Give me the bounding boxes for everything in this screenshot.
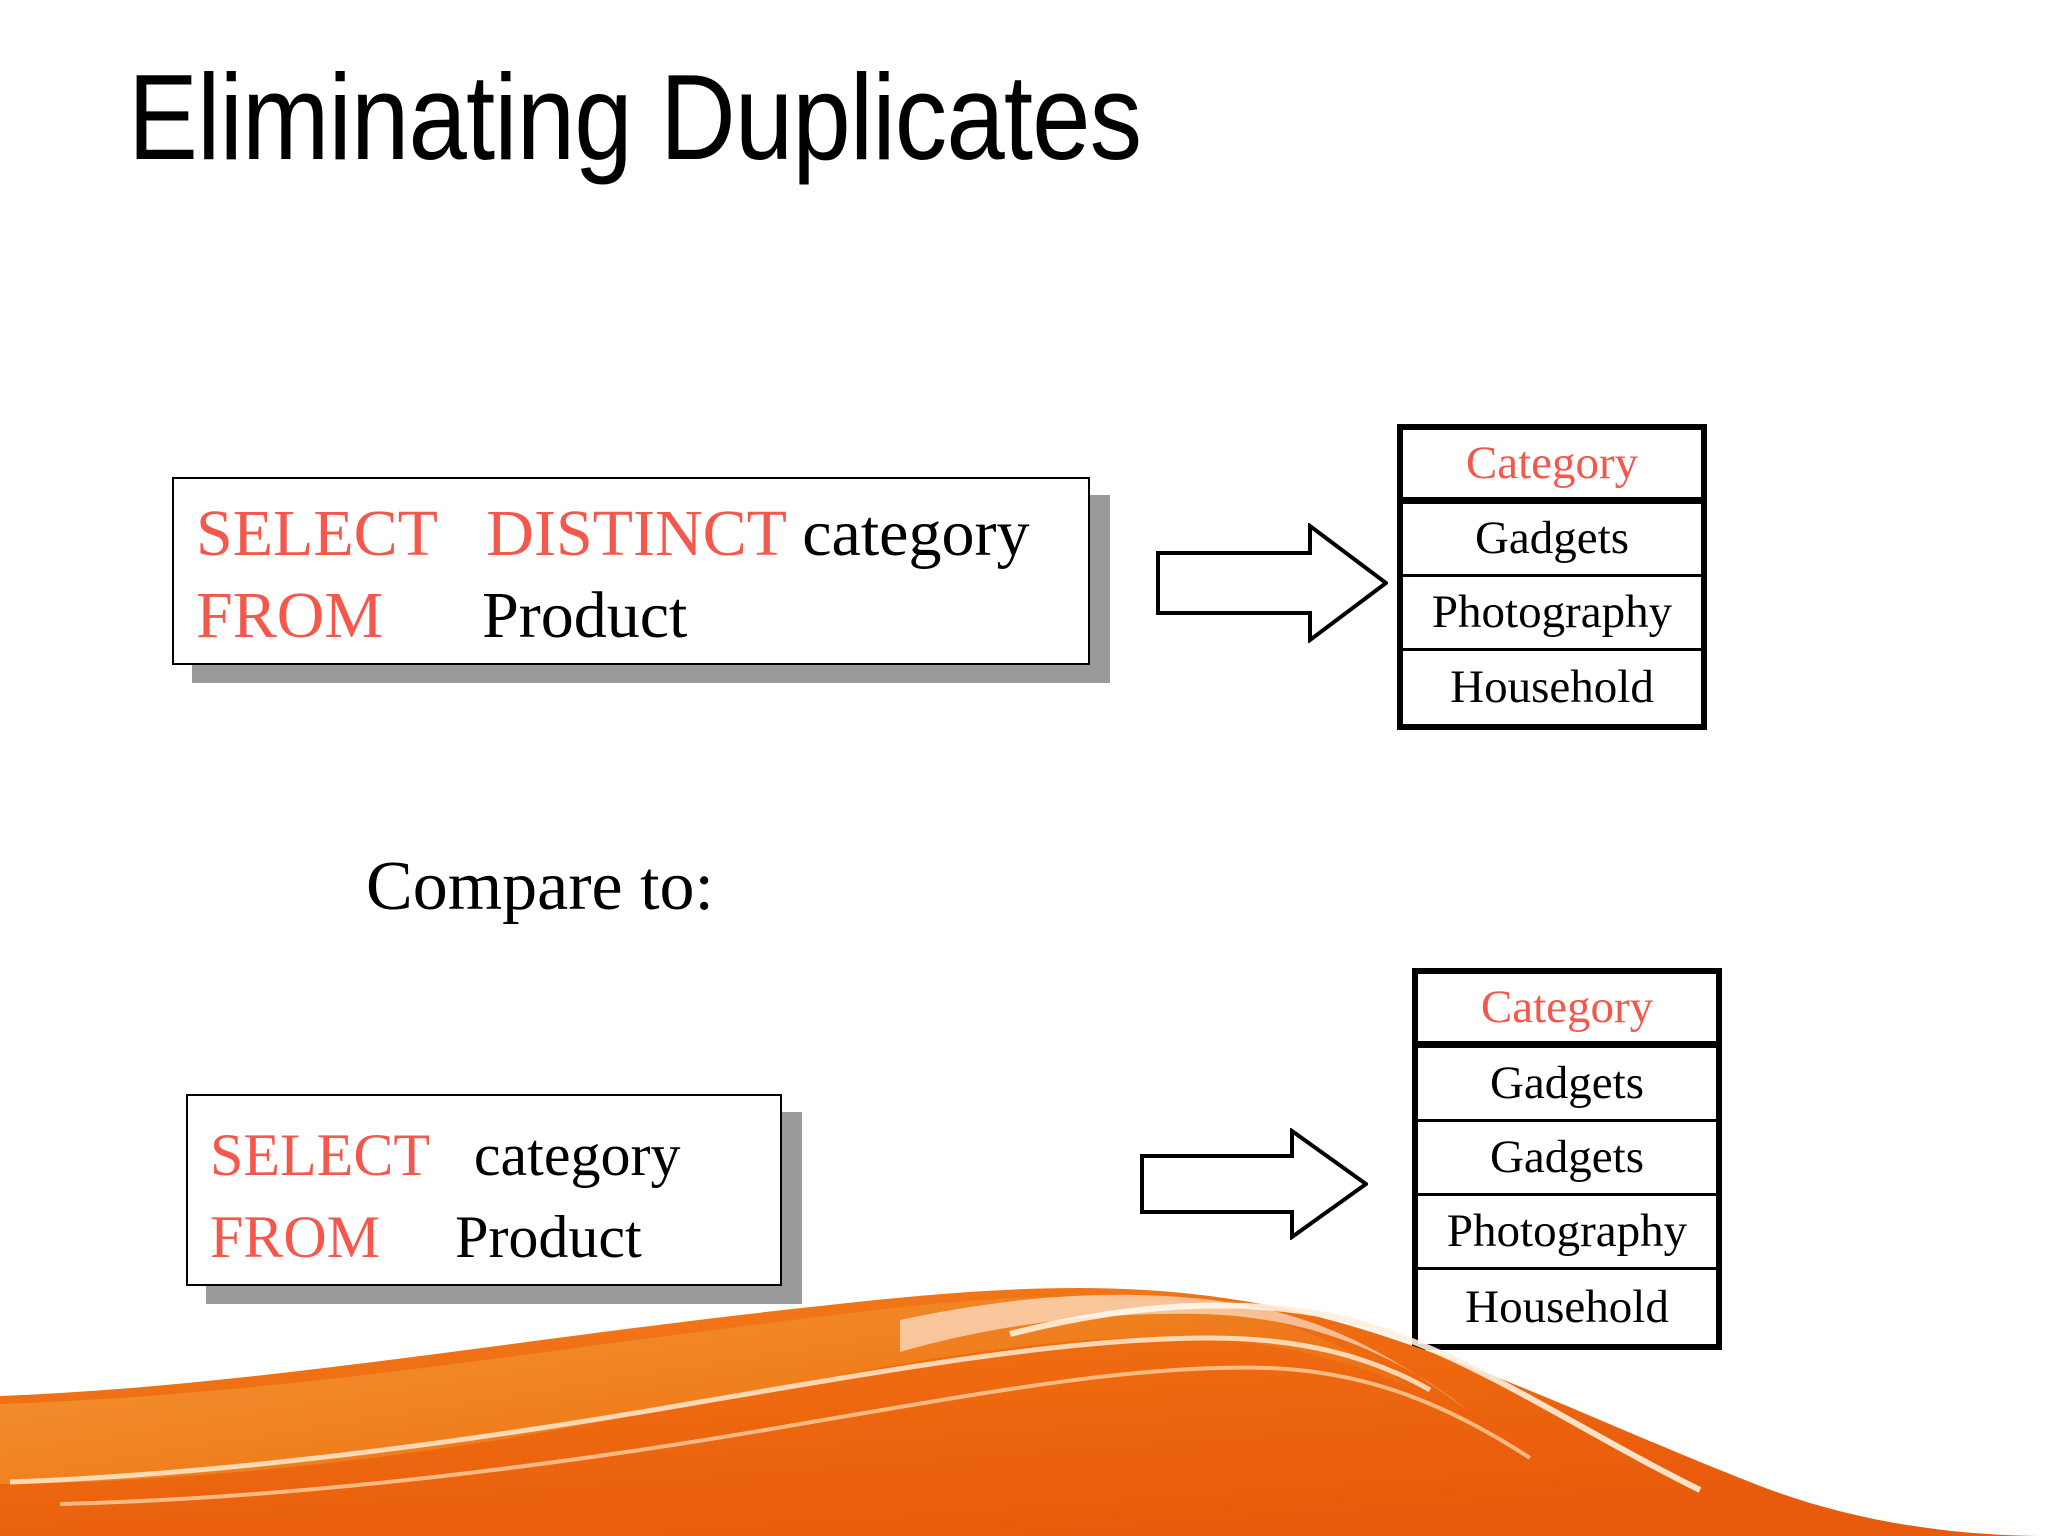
sql-line-select-distinct: SELECT DISTINCT category xyxy=(196,493,1088,575)
table-header-category: Category xyxy=(1403,430,1701,504)
sql-keyword-distinct: DISTINCT xyxy=(486,497,786,570)
sql-table-name: Product xyxy=(455,1204,642,1270)
result-table-distinct: Category Gadgets Photography Household xyxy=(1397,424,1707,730)
sql-keyword-select: SELECT xyxy=(196,497,437,570)
sql-column-name: category xyxy=(802,497,1030,570)
table-row: Photography xyxy=(1418,1196,1716,1270)
sql-keyword-from: FROM xyxy=(196,579,384,652)
right-arrow-icon xyxy=(1140,1128,1368,1240)
orange-wave-decoration xyxy=(0,1276,2048,1536)
sql-code-box-plain: SELECT category FROM Product xyxy=(186,1094,782,1286)
sql-line-from: FROM Product xyxy=(196,575,1088,657)
sql-line-from: FROM Product xyxy=(210,1196,780,1278)
table-row: Gadgets xyxy=(1418,1048,1716,1122)
result-table-plain: Category Gadgets Gadgets Photography Hou… xyxy=(1412,968,1722,1350)
sql-keyword-from: FROM xyxy=(210,1204,381,1270)
table-row: Photography xyxy=(1403,577,1701,651)
compare-to-label: Compare to: xyxy=(366,848,714,925)
table-header-category: Category xyxy=(1418,974,1716,1048)
sql-table-name: Product xyxy=(482,579,688,652)
table-row: Gadgets xyxy=(1403,504,1701,577)
table-row: Gadgets xyxy=(1418,1122,1716,1196)
table-row: Household xyxy=(1465,1280,1669,1333)
right-arrow-icon xyxy=(1156,523,1388,643)
sql-keyword-select: SELECT xyxy=(210,1122,429,1188)
sql-column-name: category xyxy=(473,1122,681,1188)
table-row: Household xyxy=(1450,660,1654,713)
page-title: Eliminating Duplicates xyxy=(128,49,1142,185)
sql-line-select: SELECT category xyxy=(210,1114,780,1196)
sql-code-box-distinct: SELECT DISTINCT category FROM Product xyxy=(172,477,1090,665)
